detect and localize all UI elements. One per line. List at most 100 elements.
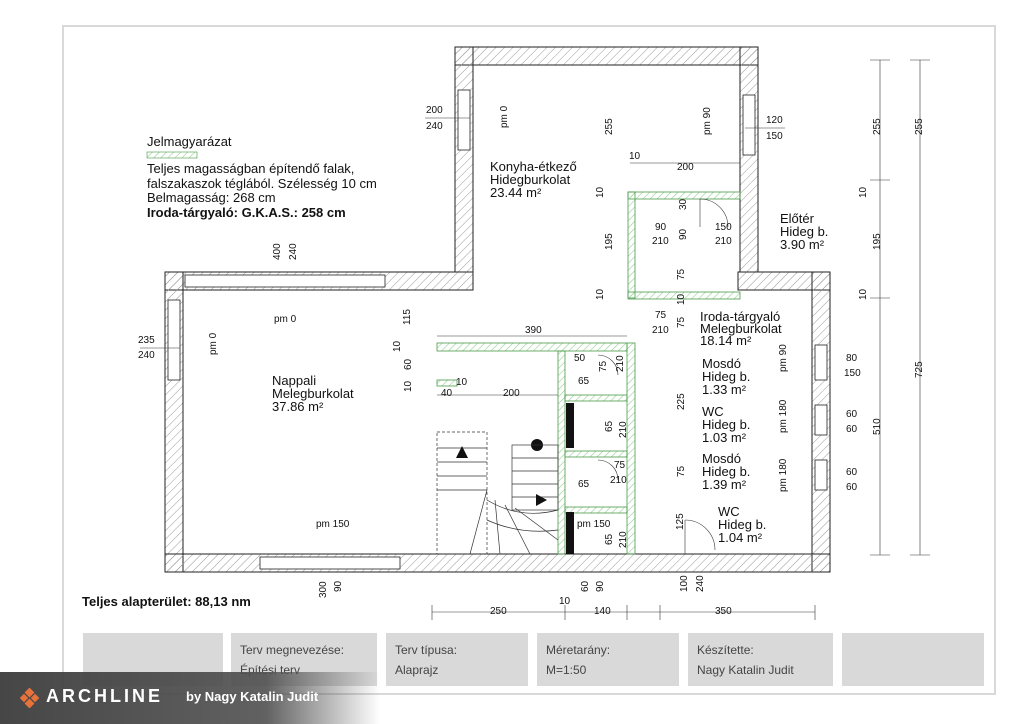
dim-label: 210: [615, 355, 626, 372]
room-living-floor: Melegburkolat: [272, 386, 354, 401]
titleblock-plan-type: Terv típusa: Alaprajz: [386, 633, 528, 686]
dim-label: 75: [598, 360, 609, 372]
dim-label: 210: [610, 475, 627, 486]
dim-label: 10: [629, 151, 641, 162]
dim-label: 200: [503, 388, 520, 399]
room-office-name: Iroda-tárgyaló: [700, 309, 780, 324]
scale-value: M=1:50: [546, 663, 587, 677]
dim-label: 725: [914, 361, 925, 378]
dim-label: 80: [846, 353, 858, 364]
legend-wall-line1: Teljes magasságban építendő falak,: [147, 161, 354, 176]
dim-label: 200: [677, 162, 694, 173]
dim-label: 240: [426, 121, 443, 132]
dim-label: 65: [578, 376, 590, 387]
dim-label: 350: [715, 606, 732, 617]
room-hall-area: 3.90 m²: [780, 237, 825, 252]
room-hall-floor: Hideg b.: [780, 224, 828, 239]
dim-label: pm 0: [499, 105, 510, 128]
dim-label: 10: [858, 288, 869, 300]
dim-label: 90: [333, 580, 344, 592]
dim-label: pm 150: [577, 519, 611, 530]
legend-office-height: Iroda-tárgyaló: G.K.A.S.: 258 cm: [147, 205, 346, 220]
dim-label: 50: [574, 353, 586, 364]
room-wash2-area: 1.39 m²: [702, 477, 747, 492]
dim-label: 150: [715, 222, 732, 233]
dim-label: 60: [846, 467, 858, 478]
dim-label: 300: [318, 581, 329, 598]
dim-label: 10: [456, 377, 468, 388]
dimension-lines: [140, 59, 930, 620]
door-swings: [597, 198, 729, 554]
dim-label: pm 0: [274, 314, 297, 325]
dim-label: 75: [676, 268, 687, 280]
room-wash2-floor: Hideg b.: [702, 464, 750, 479]
plan-type-value: Alaprajz: [395, 663, 439, 677]
room-wc2-floor: Hideg b.: [718, 517, 766, 532]
dim-label: 60: [846, 482, 858, 493]
dim-label: 10: [559, 596, 571, 607]
dim-label: 60: [580, 580, 591, 592]
staircase: [436, 431, 559, 555]
stair-arrow-right: [536, 494, 547, 506]
dim-label: 510: [872, 418, 883, 435]
windows: [167, 89, 828, 570]
room-wc1-area: 1.03 m²: [702, 430, 747, 445]
dim-label: 120: [766, 115, 783, 126]
dim-label: 90: [678, 228, 689, 240]
logo-brand: ARCHLINE: [46, 686, 163, 706]
room-wc2-name: WC: [718, 504, 740, 519]
dim-label: 60: [846, 409, 858, 420]
dim-label: pm 90: [778, 344, 789, 372]
dim-label: 210: [652, 325, 669, 336]
dim-label: 255: [872, 118, 883, 135]
dim-label: 10: [595, 288, 606, 300]
dim-label: 150: [844, 368, 861, 379]
dim-label: 210: [652, 236, 669, 247]
legend-room-height: Belmagasság: 268 cm: [147, 190, 276, 205]
dim-label: pm 0: [208, 332, 219, 355]
chimney: [566, 512, 574, 554]
dim-label: 225: [676, 393, 687, 410]
legend-wall-line2: falszakaszok téglából. Szélesség 10 cm: [147, 176, 377, 191]
dim-label: pm 150: [316, 519, 350, 530]
dim-label: pm 90: [702, 107, 713, 135]
dim-label: 90: [595, 580, 606, 592]
dim-label: 100: [679, 575, 690, 592]
legend-wall-swatch: [146, 151, 198, 159]
chimney: [566, 403, 574, 448]
dim-label: 255: [914, 118, 925, 135]
room-kitchen-area: 23.44 m²: [490, 185, 542, 200]
dim-label: 40: [441, 388, 453, 399]
total-area: Teljes alapterület: 88,13 nm: [82, 594, 251, 609]
dim-label: 125: [675, 513, 686, 530]
room-wash1-name: Mosdó: [702, 356, 741, 371]
room-living-area: 37.86 m²: [272, 399, 324, 414]
titleblock-author: Készítette: Nagy Katalin Judit: [688, 633, 833, 686]
room-wc1-name: WC: [702, 404, 724, 419]
titleblock-empty-right: [842, 633, 984, 686]
author-value: Nagy Katalin Judit: [697, 663, 794, 677]
plan-type-key: Terv típusa:: [395, 643, 458, 657]
dim-label: 400: [272, 243, 283, 260]
dim-label: 250: [490, 606, 507, 617]
dim-label: 10: [403, 380, 414, 392]
dim-label: 10: [676, 293, 687, 305]
dim-label: 75: [676, 465, 687, 477]
dim-label: 240: [695, 575, 706, 592]
titleblock-scale: Méretarány: M=1:50: [537, 633, 679, 686]
legend-title: Jelmagyarázat: [147, 134, 232, 149]
dim-label: 255: [604, 118, 615, 135]
archline-logo-icon: [20, 688, 40, 708]
room-wc2-area: 1.04 m²: [718, 530, 763, 545]
dim-label: 65: [578, 479, 590, 490]
dim-label: 140: [594, 606, 611, 617]
dim-label: 200: [426, 105, 443, 116]
dim-label: 60: [403, 358, 414, 370]
dim-label: 75: [655, 310, 667, 321]
room-kitchen-floor: Hidegburkolat: [490, 172, 571, 187]
dim-label: 210: [618, 531, 629, 548]
dim-label: 240: [288, 243, 299, 260]
dim-label: 30: [678, 198, 689, 210]
dim-label: 10: [858, 186, 869, 198]
logo-bar: ARCHLINE by Nagy Katalin Judit: [0, 672, 380, 724]
